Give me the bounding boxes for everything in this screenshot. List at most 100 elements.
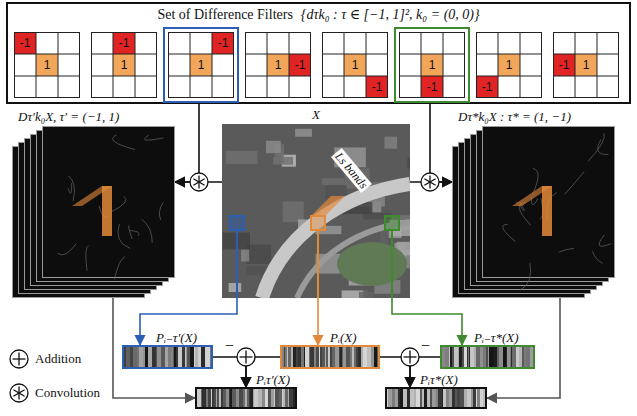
spectrum-stripe bbox=[388, 389, 392, 407]
spectrum-stripe bbox=[420, 389, 422, 407]
label-holder: − bbox=[225, 337, 234, 355]
label-holder: − bbox=[421, 337, 430, 355]
spectrum-stripe bbox=[253, 389, 254, 407]
spectrum-stripe bbox=[424, 389, 427, 407]
spectrum-stripe bbox=[265, 389, 268, 407]
grid-border bbox=[323, 33, 388, 98]
spectrum-stripe bbox=[124, 347, 126, 367]
spectrum-stripe bbox=[282, 347, 284, 367]
spectrum-stripe bbox=[422, 389, 424, 407]
cell-holder: 1 bbox=[267, 54, 289, 76]
spectrum-stripe bbox=[458, 347, 459, 367]
cell-holder: -1 bbox=[366, 76, 388, 98]
cube-picture bbox=[452, 126, 615, 298]
spectrum-stripe bbox=[167, 347, 168, 367]
scene-road bbox=[297, 222, 410, 298]
grid-line bbox=[14, 76, 80, 77]
spectrum-stripe bbox=[126, 347, 130, 367]
spectrum-stripe bbox=[410, 389, 414, 407]
heading-holder: Pᵢ(X) bbox=[328, 328, 359, 346]
spectrum-stripe bbox=[387, 389, 388, 407]
grid-line bbox=[289, 32, 290, 98]
spectrum-stripe bbox=[314, 347, 316, 367]
grid-line bbox=[36, 32, 37, 98]
cube-label: Dτ′k₀X, τ′ = (−1, 1) bbox=[16, 109, 121, 124]
symbol-stroke bbox=[13, 390, 24, 396]
heading-holder: Dτ*k₀X : τ* = (1, −1) bbox=[456, 107, 573, 125]
spectrum-stripe bbox=[430, 389, 432, 407]
filter-cell bbox=[476, 76, 498, 98]
pixel-marker bbox=[385, 216, 399, 230]
difference-filter: -11 bbox=[91, 32, 157, 98]
cell-holder: -1 bbox=[289, 54, 311, 76]
spectrum-stripe bbox=[354, 347, 356, 367]
pixel-marker bbox=[230, 216, 244, 230]
filter-weight: -1 bbox=[20, 36, 31, 50]
spectrum-stripe bbox=[165, 347, 167, 367]
edge-texture bbox=[58, 244, 76, 255]
connector bbox=[140, 298, 237, 345]
scene-patch bbox=[359, 292, 374, 298]
spectrum-stripe bbox=[506, 347, 507, 367]
spectrum-stripe bbox=[283, 389, 285, 407]
addition-symbol bbox=[401, 348, 419, 366]
spectrum-stripe bbox=[168, 347, 171, 367]
spectrum-stripe bbox=[250, 389, 253, 407]
spectrum-stripe bbox=[258, 389, 262, 407]
spectrum-stripe bbox=[178, 347, 182, 367]
spectrum-stripe bbox=[497, 347, 499, 367]
spectrum-stripe bbox=[319, 347, 320, 367]
vector-label: Pᵢτ′(X) bbox=[254, 372, 292, 387]
spectrum-stripe bbox=[173, 347, 174, 367]
band-slice bbox=[43, 127, 175, 278]
spectrum-stripe bbox=[247, 389, 249, 407]
spectrum-stripe bbox=[477, 389, 480, 407]
spectrum-stripe bbox=[395, 389, 398, 407]
scene-patch bbox=[283, 202, 304, 223]
cell-holder: 1 bbox=[113, 54, 135, 76]
connector bbox=[317, 298, 319, 345]
filter-cell bbox=[575, 54, 597, 76]
spectrum-stripe bbox=[522, 347, 524, 367]
grid-line bbox=[476, 76, 542, 77]
spectrum-stripe bbox=[262, 389, 265, 407]
symbol-circle bbox=[10, 384, 28, 402]
spectrum-stripe bbox=[206, 347, 210, 367]
edge-texture bbox=[68, 176, 74, 201]
grid-line bbox=[476, 54, 542, 55]
spectrum-stripe bbox=[176, 347, 178, 367]
spectrum-stripe bbox=[329, 347, 330, 367]
grid-line bbox=[553, 76, 619, 77]
heading-holder: Dτ′k₀X, τ′ = (−1, 1) bbox=[16, 107, 121, 125]
spectrum-stripe bbox=[236, 389, 239, 407]
grid-border bbox=[554, 33, 619, 98]
cell-holder: 1 bbox=[190, 54, 212, 76]
grid-line bbox=[575, 32, 576, 98]
spectrum-stripe bbox=[444, 389, 446, 407]
difference-filter: 1 -1 bbox=[322, 32, 388, 98]
edge-texture bbox=[113, 135, 135, 150]
cell-holder: -1 bbox=[476, 76, 498, 98]
spectrum-stripe bbox=[476, 347, 480, 367]
edge-texture bbox=[114, 257, 125, 280]
grid-line bbox=[91, 76, 157, 77]
spectrum-stripe bbox=[202, 389, 206, 407]
spectrum-stripe bbox=[143, 347, 145, 367]
spectrum-stripe bbox=[507, 347, 510, 367]
pixel-vector: Pᵢ₋τ*(X) bbox=[440, 345, 535, 369]
spectrum-stripe bbox=[288, 389, 289, 407]
filter-weight: 1 bbox=[352, 58, 359, 72]
spectrum-stripe bbox=[198, 347, 201, 367]
connector bbox=[113, 298, 195, 398]
spectrum-stripe bbox=[130, 347, 133, 367]
spectrum-stripe bbox=[268, 389, 270, 407]
spectrum-stripe bbox=[293, 389, 295, 407]
grid-border bbox=[477, 33, 542, 98]
spectrum-stripe bbox=[212, 389, 214, 407]
filter-weight: -1 bbox=[295, 58, 306, 72]
grid-line bbox=[520, 32, 521, 98]
spectrum-stripe bbox=[221, 389, 223, 407]
symbol-stroke bbox=[193, 179, 204, 185]
